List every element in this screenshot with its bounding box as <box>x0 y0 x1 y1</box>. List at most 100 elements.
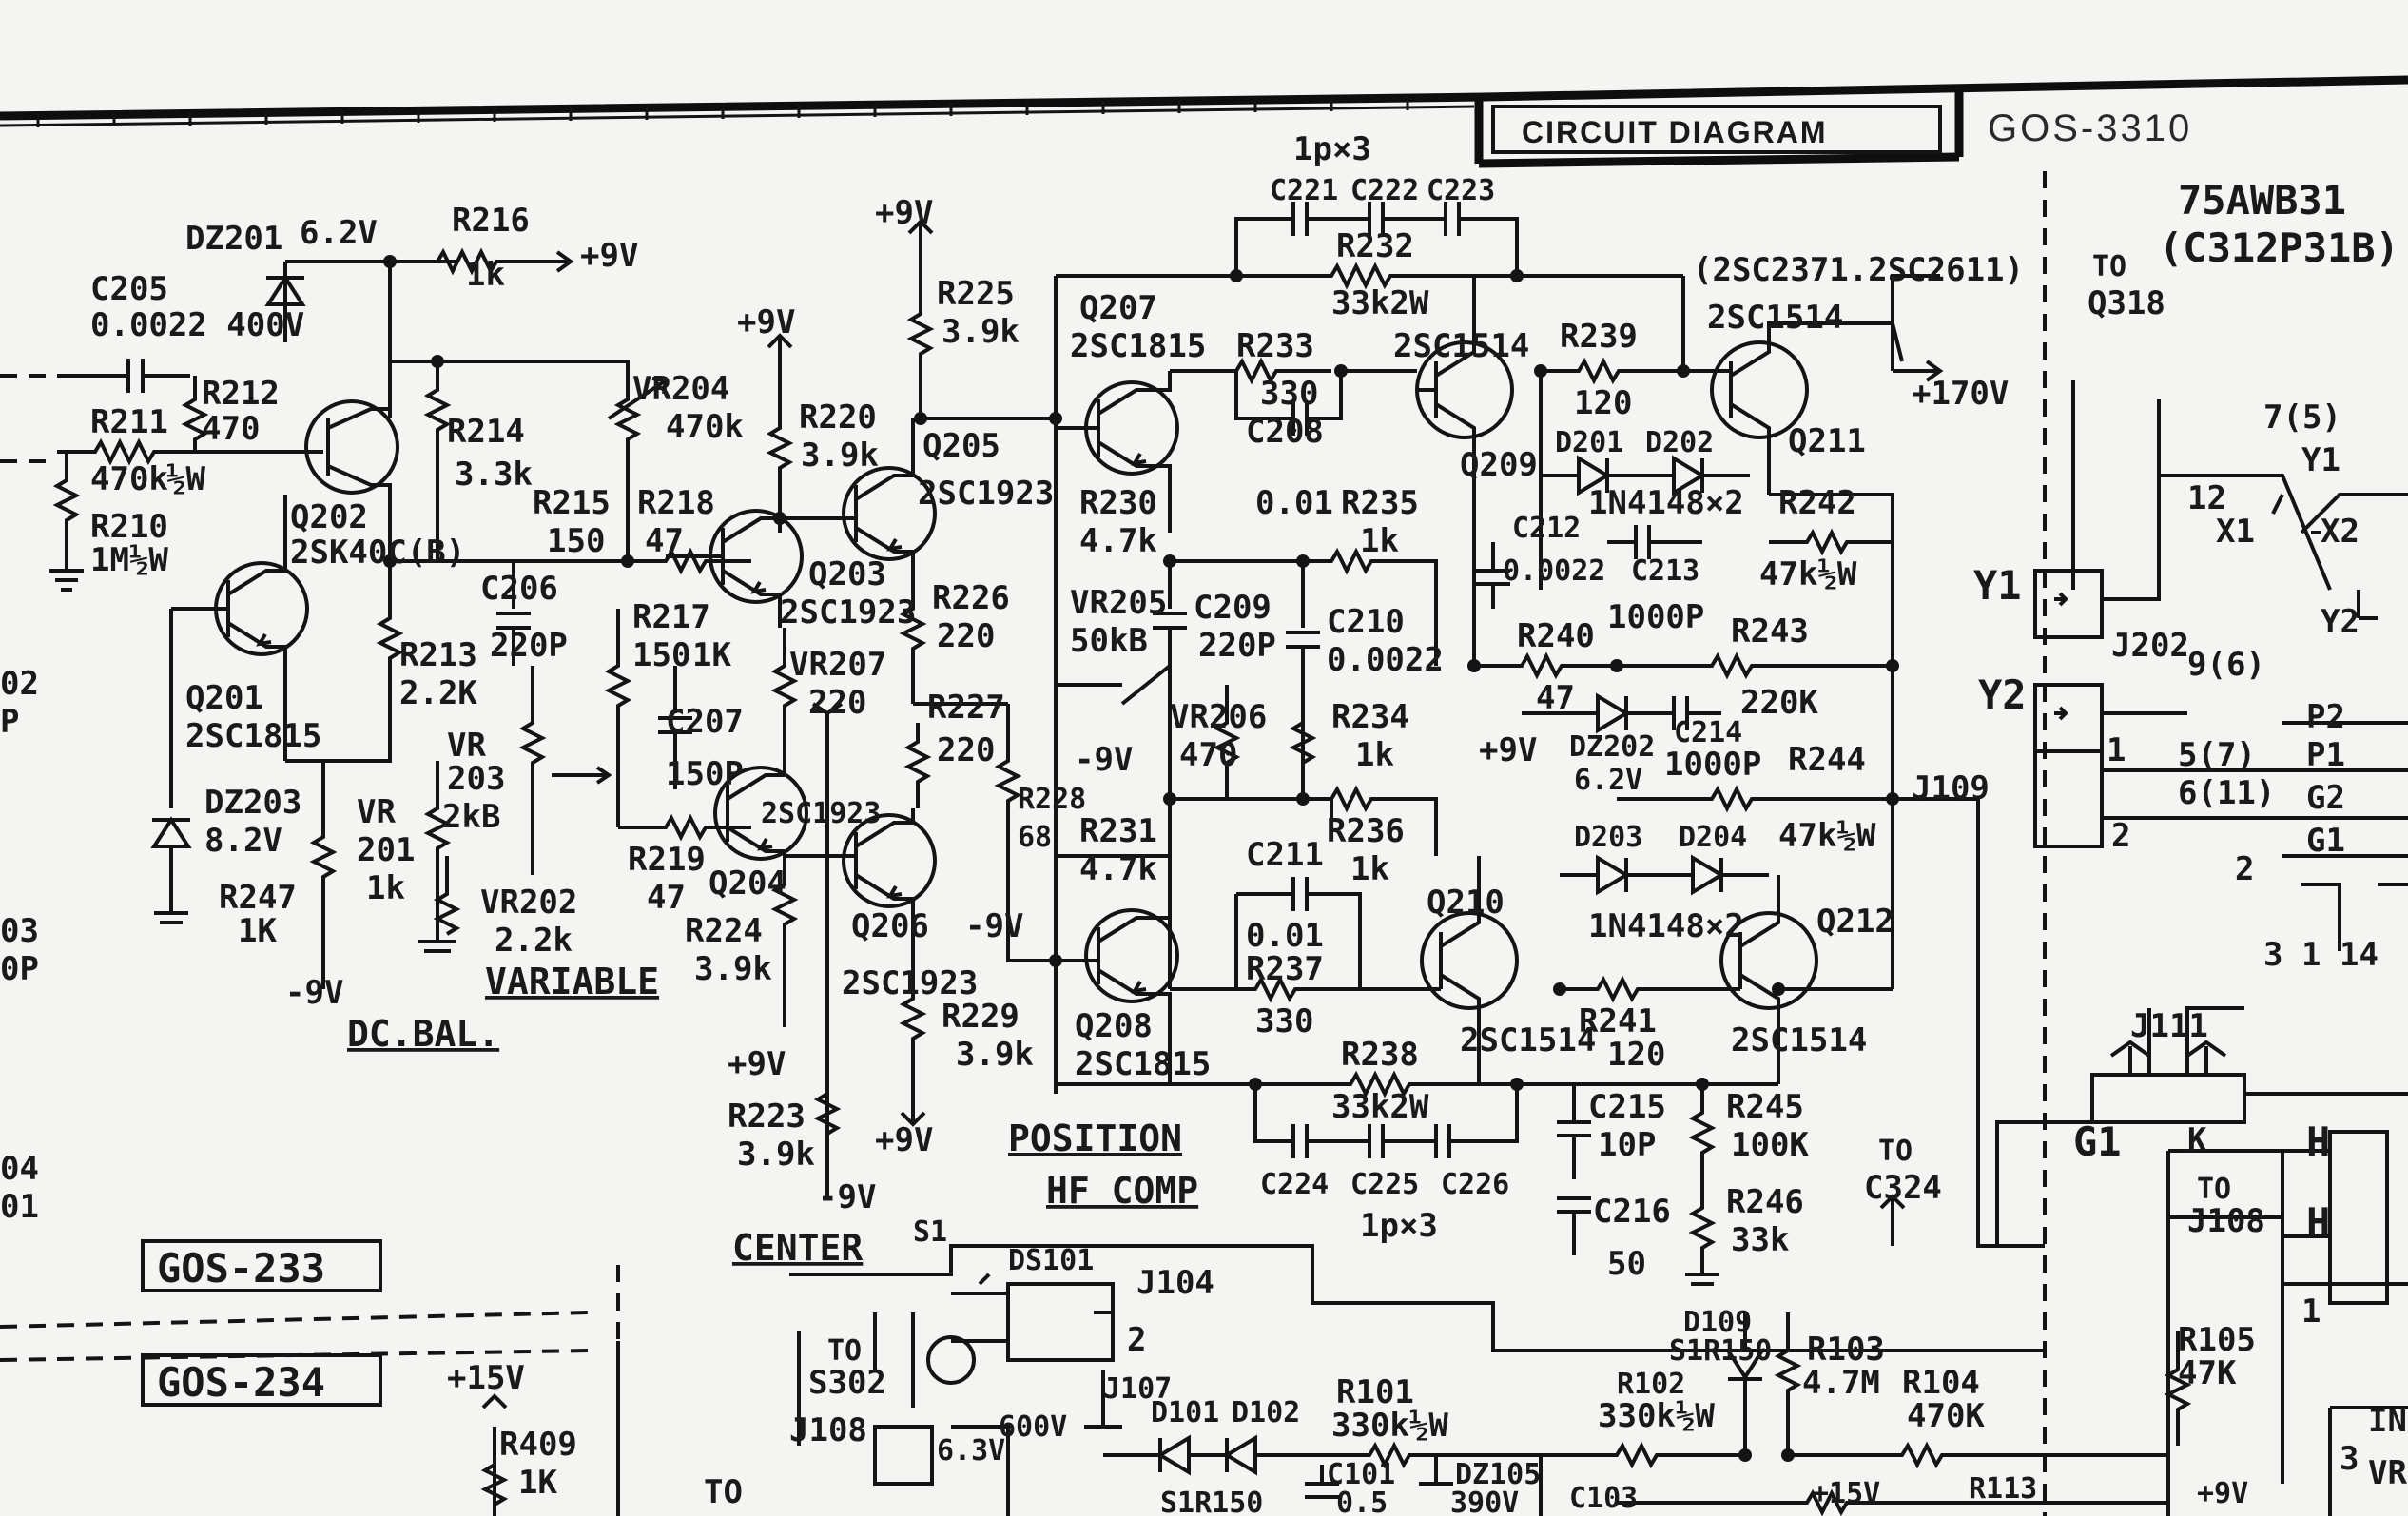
diagram-title: CIRCUIT DIAGRAM <box>1522 115 1828 149</box>
r216-label: R216 <box>452 202 530 240</box>
d201-type: 1N4148×2 <box>1588 484 1744 522</box>
crt-pin-75: 7(5) <box>2263 398 2341 437</box>
r229-value: 3.9k <box>956 1036 1034 1074</box>
to-c324-a: TO <box>1878 1135 1913 1168</box>
q202-label: Q202 <box>290 498 368 536</box>
ds101-label: DS101 <box>1008 1244 1094 1277</box>
r235-value: 1k <box>1360 522 1399 560</box>
frag-0p: 0P <box>0 950 39 988</box>
r244-label: R244 <box>1788 741 1866 779</box>
c211-value: 0.01 <box>1246 917 1324 955</box>
r228-label: R228 <box>1018 783 1086 816</box>
d101-label: D101 <box>1151 1396 1219 1429</box>
r216-plus9v: +9V <box>580 237 638 275</box>
crt-pin-x2: X2 <box>2321 513 2359 551</box>
plus15v-label: +15V <box>447 1359 525 1397</box>
c213-label: C213 <box>1631 554 1699 588</box>
r211-value: 470k <box>90 460 168 498</box>
r103-value: 4.7M <box>1802 1364 1880 1402</box>
q212-type: 2SC1514 <box>1731 1021 1867 1059</box>
vr205-label: VR205 <box>1070 584 1167 622</box>
c214-label: C214 <box>1674 716 1742 749</box>
position-label: POSITION <box>1008 1118 1182 1159</box>
c216-value: 50 <box>1607 1245 1646 1283</box>
q210-label: Q210 <box>1427 884 1505 922</box>
crt-pin-g2: G2 <box>2306 779 2345 817</box>
r217-k: 1K <box>692 636 731 674</box>
crt-num-1b: 1 <box>2301 1292 2321 1331</box>
r218-label: R218 <box>637 484 715 522</box>
r105-value: 47K <box>2178 1354 2237 1392</box>
vr206-label: VR206 <box>1170 698 1267 736</box>
r215-label: R215 <box>533 484 611 522</box>
c211-label: C211 <box>1246 836 1324 874</box>
frag-03: 03 <box>0 912 39 950</box>
to-j108-a: TO <box>2197 1173 2231 1206</box>
q208-type: 2SC1815 <box>1075 1045 1211 1083</box>
q206-type: 2SC1923 <box>842 964 978 1002</box>
r228-value: 68 <box>1018 821 1052 854</box>
crt-pin-3: 3 <box>2263 936 2282 974</box>
vr203-num: 203 <box>447 760 505 798</box>
r238-label: R238 <box>1341 1036 1419 1074</box>
r240-value: 47 <box>1536 679 1575 717</box>
vr205-value: 50kB <box>1070 622 1148 660</box>
d109-type: S1R150 <box>1669 1334 1772 1368</box>
r227-value: 220 <box>937 731 995 769</box>
r230-label: R230 <box>1079 484 1157 522</box>
q201-label: Q201 <box>185 679 263 717</box>
v63-label: 6.3V <box>937 1434 1005 1467</box>
r234-value: 1k <box>1355 736 1394 774</box>
c207-label: C207 <box>666 703 744 741</box>
c209-label: C209 <box>1194 589 1272 627</box>
q205-label: Q205 <box>922 427 1000 465</box>
to-c324-b: C324 <box>1864 1169 1942 1207</box>
c226-label: C226 <box>1441 1168 1509 1201</box>
crt-pin-x1: X1 <box>2216 513 2255 551</box>
d203-label: D203 <box>1574 821 1642 854</box>
vr207-value: 220 <box>808 684 866 722</box>
dz203-label: DZ203 <box>204 784 301 822</box>
q210-type: 2SC1514 <box>1460 1021 1596 1059</box>
to-s302-b: S302 <box>808 1364 886 1402</box>
q211-type: 2SC1514 <box>1707 299 1843 337</box>
to-q318-b: Q318 <box>2088 284 2165 322</box>
crt-in-label: IN <box>2368 1402 2407 1440</box>
r104-value: 470K <box>1907 1397 1985 1435</box>
r247-value: 1K <box>238 912 277 950</box>
c101-label: C101 <box>1327 1458 1395 1491</box>
r233-value: 330 <box>1260 375 1318 413</box>
c210-value: 0.0022 <box>1327 641 1444 679</box>
crt-vr-label: VR <box>2368 1454 2407 1492</box>
r231-value: 4.7k <box>1079 850 1157 888</box>
cap-triple-bot-label: 1p×3 <box>1360 1207 1438 1245</box>
plus9v-e: +9V <box>875 1121 933 1159</box>
r224-label: R224 <box>685 912 763 950</box>
c101-value: 0.5 <box>1336 1487 1388 1516</box>
r105-label: R105 <box>2178 1321 2256 1359</box>
r212-label: R212 <box>202 375 280 413</box>
r210-value: 1M½W <box>90 541 168 579</box>
r210-label: R210 <box>90 508 168 546</box>
q205-type: 2SC1923 <box>918 475 1054 513</box>
r102-value: 330k½W <box>1598 1397 1715 1435</box>
r235-label: R235 <box>1341 484 1419 522</box>
r217-value: 150 <box>632 636 690 674</box>
r214-label: R214 <box>447 413 525 451</box>
r218-value: 47 <box>645 522 684 560</box>
c210-label: C210 <box>1327 603 1405 641</box>
vr203-label: VR <box>447 727 486 765</box>
minus9v-b: -9V <box>818 1178 876 1216</box>
frag-p: P <box>0 703 19 741</box>
c209-value: 220P <box>1198 627 1276 665</box>
v600-label: 600V <box>999 1410 1067 1444</box>
crt-h2-label: H <box>2306 1199 2330 1246</box>
left-stage <box>49 247 669 989</box>
r241-label: R241 <box>1579 1002 1657 1040</box>
hv-supply-section <box>141 1239 2168 1516</box>
minus9v-a: -9V <box>285 974 343 1012</box>
r113-label: R113 <box>1969 1472 2037 1506</box>
r226-label: R226 <box>932 579 1010 617</box>
r246-value: 33k <box>1731 1221 1789 1259</box>
j109-label: J109 <box>1912 769 1990 807</box>
